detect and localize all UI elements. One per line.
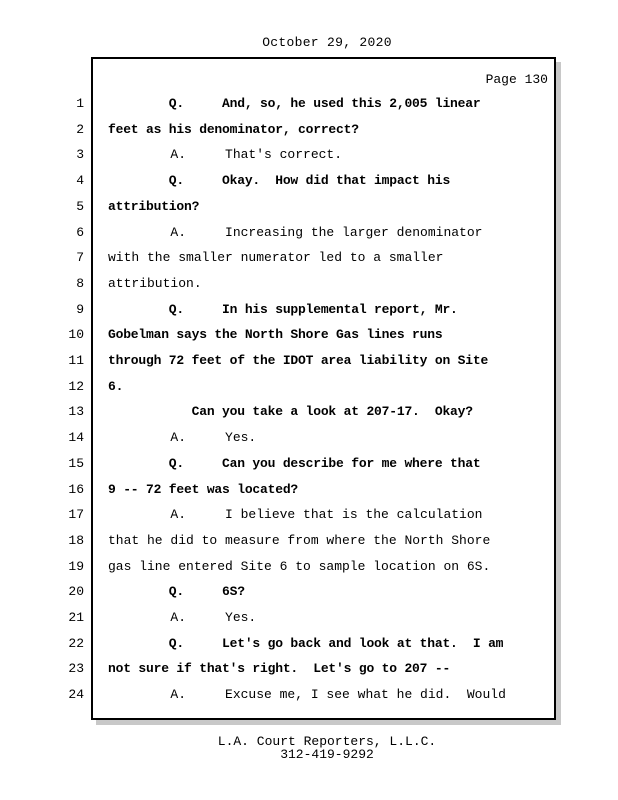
transcript-date: October 29, 2020 <box>262 35 392 50</box>
question-line: through 72 feet of the IDOT area liabili… <box>108 353 489 368</box>
answer-line: gas line entered Site 6 to sample locati… <box>108 559 491 574</box>
question-line: 6. <box>108 379 124 394</box>
line-number: 4 <box>76 173 84 188</box>
question-line: Q. And, so, he used this 2,005 linear <box>108 96 481 111</box>
question-line: attribution? <box>108 199 200 214</box>
line-number: 14 <box>68 430 84 445</box>
line-number: 19 <box>68 559 84 574</box>
footer-phone: 312-419-9292 <box>280 747 374 762</box>
line-number: 1 <box>76 96 84 111</box>
question-line: Q. Can you describe for me where that <box>108 456 481 471</box>
line-number: 16 <box>68 482 84 497</box>
line-number: 13 <box>68 404 84 419</box>
answer-line: A. Yes. <box>108 610 257 625</box>
answer-line: A. Yes. <box>108 430 257 445</box>
line-number: 21 <box>68 610 84 625</box>
line-number: 6 <box>76 225 84 240</box>
line-number: 22 <box>68 636 84 651</box>
answer-line: A. That's correct. <box>108 147 343 162</box>
question-line: Q. 6S? <box>108 584 245 599</box>
line-number: 20 <box>68 584 84 599</box>
line-number: 9 <box>76 302 84 317</box>
line-number: 5 <box>76 199 84 214</box>
question-line: not sure if that's right. Let's go to 20… <box>108 661 451 676</box>
question-line: Q. Okay. How did that impact his <box>108 173 451 188</box>
answer-line: A. I believe that is the calculation <box>108 507 483 522</box>
question-line: 9 -- 72 feet was located? <box>108 482 299 497</box>
line-number: 23 <box>68 661 84 676</box>
answer-line: with the smaller numerator led to a smal… <box>108 250 444 265</box>
line-number: 24 <box>68 687 84 702</box>
line-number: 12 <box>68 379 84 394</box>
footer-company: L.A. Court Reporters, L.L.C. <box>217 734 437 749</box>
question-line: Can you take a look at 207-17. Okay? <box>108 404 473 419</box>
line-number: 7 <box>76 250 84 265</box>
question-line: Q. Let's go back and look at that. I am <box>108 636 504 651</box>
answer-line: attribution. <box>108 276 202 291</box>
answer-line: A. Excuse me, I see what he did. Would <box>108 687 506 702</box>
line-number: 3 <box>76 147 84 162</box>
line-number: 10 <box>68 327 84 342</box>
answer-line: A. Increasing the larger denominator <box>108 225 483 240</box>
question-line: Gobelman says the North Shore Gas lines … <box>108 327 443 342</box>
line-number: 2 <box>76 122 84 137</box>
line-number: 11 <box>68 353 84 368</box>
line-number: 15 <box>68 456 84 471</box>
question-line: Q. In his supplemental report, Mr. <box>108 302 458 317</box>
line-number: 8 <box>76 276 84 291</box>
question-line: feet as his denominator, correct? <box>108 122 359 137</box>
transcript-page: Page 130 <box>91 57 556 720</box>
line-number: 18 <box>68 533 84 548</box>
line-number: 17 <box>68 507 84 522</box>
answer-line: that he did to measure from where the No… <box>108 533 491 548</box>
page-number: Page 130 <box>485 72 548 87</box>
